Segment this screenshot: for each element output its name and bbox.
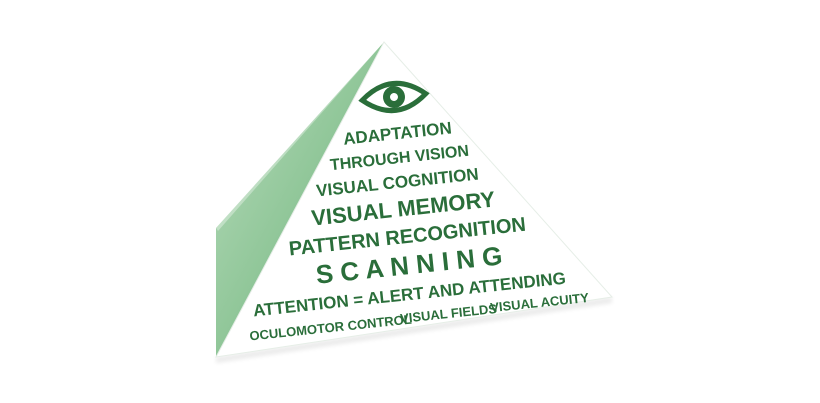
pyramid-shadow [216, 297, 612, 363]
pyramid-side-highlight [216, 42, 384, 231]
pyramid-front-face [215, 41, 613, 358]
eye-icon [358, 80, 430, 114]
